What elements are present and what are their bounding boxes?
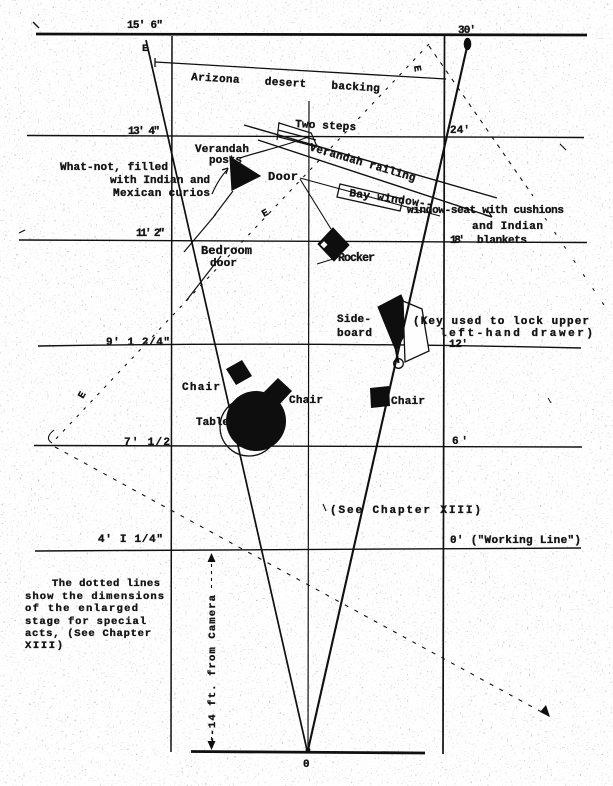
svg-text:E: E (77, 390, 90, 401)
svg-text:Chair: Chair (391, 396, 425, 408)
svg-text:Bedroom: Bedroom (201, 244, 252, 258)
svg-text:Mexican curios: Mexican curios (113, 188, 210, 200)
svg-text:Chair: Chair (182, 382, 220, 394)
svg-text:Door: Door (268, 170, 298, 184)
svg-text:13' 4": 13' 4" (128, 126, 160, 138)
svg-text:acts, (See Chapter: acts, (See Chapter (25, 628, 151, 640)
svg-text:Table: Table (196, 417, 229, 429)
svg-text:The dotted lines: The dotted lines (52, 578, 160, 590)
svg-text:door: door (210, 258, 237, 270)
svg-text:with Indian and: with Indian and (110, 175, 210, 187)
svg-text:E: E (261, 208, 272, 221)
svg-text:show the dimensions: show the dimensions (25, 591, 164, 603)
svg-text:Rocker: Rocker (338, 252, 375, 265)
svg-text:Chair: Chair (289, 395, 323, 407)
svg-text:15' 6": 15' 6" (127, 20, 163, 32)
svg-text:--14 ft. from Camera: --14 ft. from Camera (207, 594, 219, 743)
svg-text:E: E (142, 44, 148, 55)
svg-text:4' I 1/4": 4' I 1/4" (98, 534, 163, 546)
svg-text:7' 1/2: 7' 1/2 (124, 437, 170, 449)
svg-text:blankets: blankets (477, 235, 527, 247)
svg-text:board: board (337, 328, 372, 340)
svg-text:E: E (410, 65, 422, 73)
svg-text:Two steps: Two steps (295, 119, 357, 134)
svg-text:12': 12' (449, 339, 468, 351)
svg-text:0: 0 (303, 759, 310, 771)
svg-text:left-hand drawer): left-hand drawer) (440, 328, 593, 340)
svg-text:posts: posts (209, 155, 242, 167)
svg-text:11' 2": 11' 2" (136, 228, 165, 240)
svg-text:stage for special: stage for special (25, 616, 146, 628)
svg-text:(Key used to lock upper: (Key used to lock upper (413, 316, 589, 328)
svg-text:XIII): XIII) (25, 640, 63, 652)
svg-text:What-not, filled: What-not, filled (60, 162, 168, 174)
svg-text:Side-: Side- (337, 314, 371, 326)
svg-text:9' 1 2/4": 9' 1 2/4" (106, 337, 170, 349)
svg-text:24': 24' (450, 125, 470, 137)
svg-text:0' ("Working Line"): 0' ("Working Line") (450, 535, 581, 547)
svg-text:(See Chapter XIII): (See Chapter XIII) (330, 505, 481, 517)
svg-text:window-seat with cushions: window-seat with cushions (407, 205, 564, 217)
svg-text:18': 18' (450, 235, 465, 247)
svg-text:of the enlarged: of the enlarged (25, 603, 138, 615)
svg-text:and Indian: and Indian (472, 221, 543, 233)
svg-text:30': 30' (458, 25, 476, 37)
svg-text:Verandah: Verandah (195, 144, 249, 156)
